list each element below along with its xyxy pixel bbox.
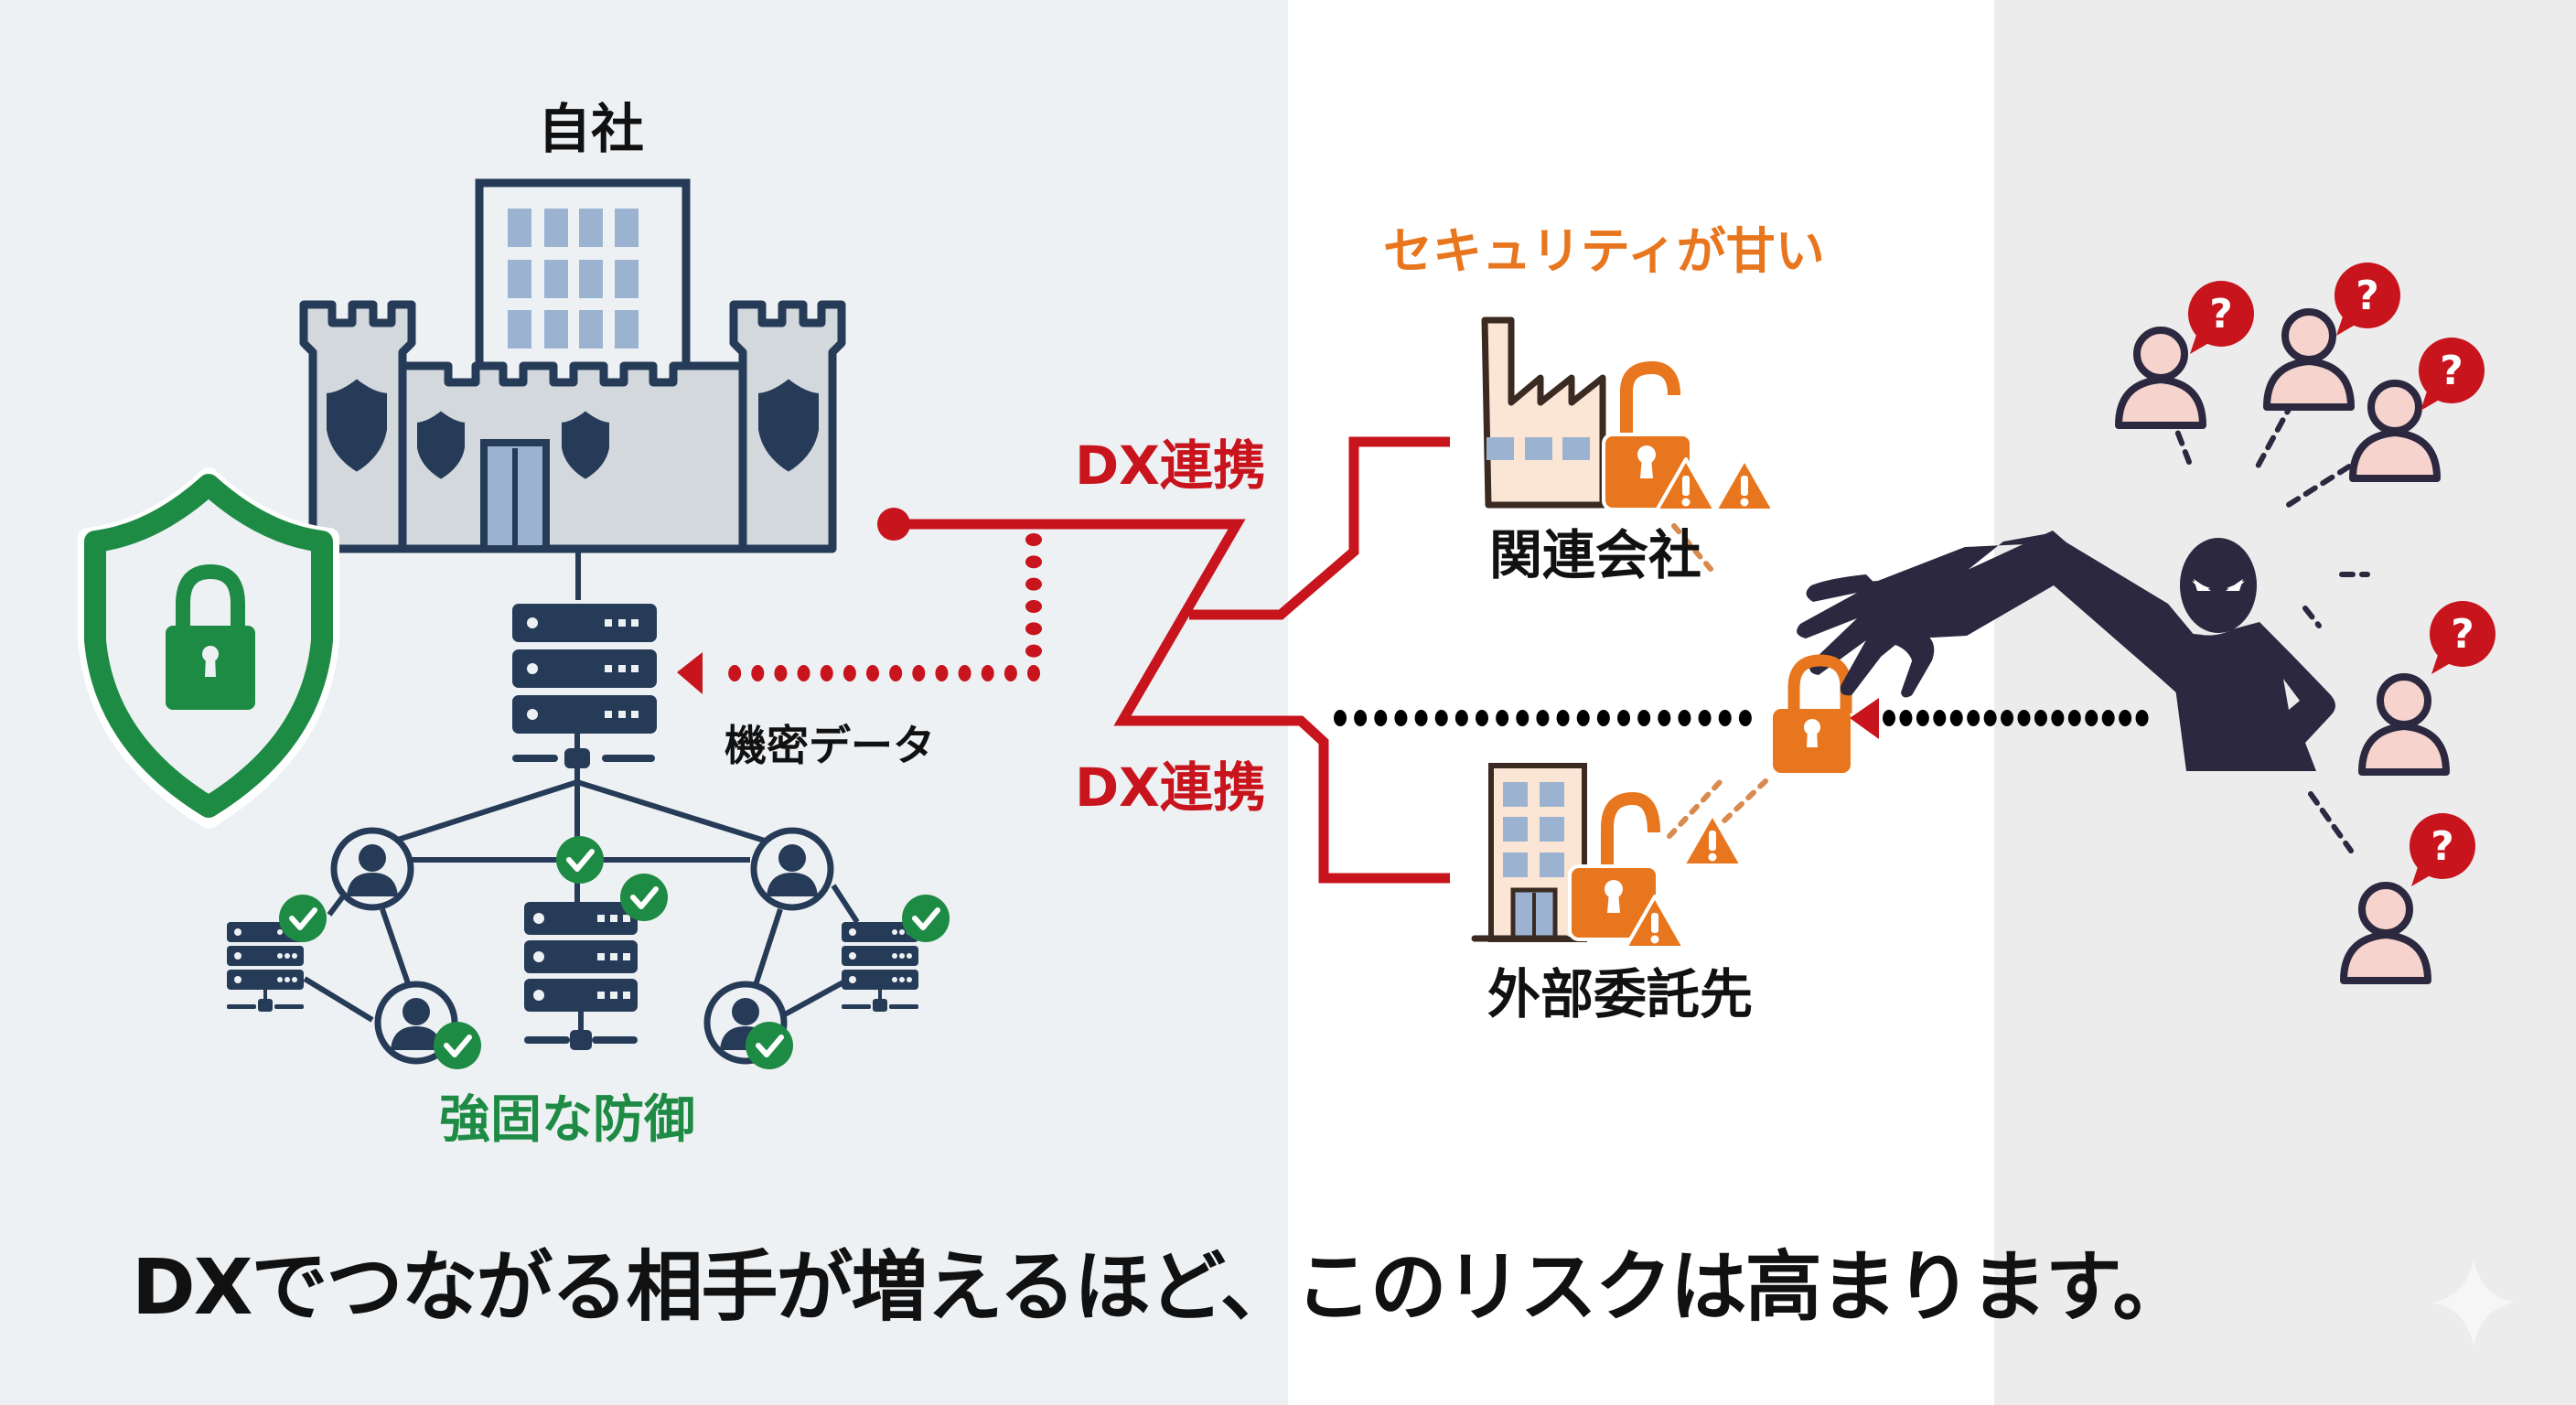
dot bbox=[1434, 710, 1448, 726]
shield-lock-icon bbox=[78, 467, 339, 829]
dot bbox=[1678, 710, 1691, 726]
dotted-link bbox=[1667, 779, 1723, 839]
factory-icon bbox=[1481, 316, 1610, 509]
dotted-link bbox=[1719, 778, 1768, 826]
dx-link-label-bottom: DX連携 bbox=[1075, 756, 1266, 819]
dx-link-label-top: DX連携 bbox=[1075, 434, 1266, 497]
dot bbox=[1658, 710, 1671, 726]
dotted-link bbox=[1671, 523, 1713, 572]
check-icon bbox=[746, 1022, 793, 1069]
confidential-data-label: 機密データ bbox=[724, 721, 935, 770]
dot bbox=[1698, 710, 1712, 726]
dot bbox=[1025, 533, 1042, 546]
dot bbox=[1883, 710, 1895, 726]
thief-finger bbox=[1901, 640, 1933, 698]
contractor-label: 外部委託先 bbox=[1487, 963, 1754, 1025]
dot bbox=[1967, 710, 1980, 726]
dot bbox=[1718, 710, 1732, 726]
data-leak-path bbox=[728, 533, 1042, 681]
dot bbox=[1025, 577, 1042, 591]
dot bbox=[1414, 710, 1428, 726]
dot bbox=[1025, 600, 1042, 613]
dot bbox=[912, 665, 926, 681]
dot bbox=[2119, 710, 2132, 726]
dot bbox=[1576, 710, 1590, 726]
sparkle-icon bbox=[2431, 1259, 2516, 1346]
dot bbox=[1617, 710, 1630, 726]
check-icon bbox=[902, 895, 950, 942]
thief-finger bbox=[1840, 640, 1881, 696]
dot bbox=[1983, 710, 1997, 726]
own-company-label: 自社 bbox=[538, 98, 645, 160]
dot bbox=[935, 665, 949, 681]
dot bbox=[958, 665, 971, 681]
dot bbox=[2051, 710, 2065, 726]
dot bbox=[1025, 622, 1042, 636]
network-user-icon bbox=[334, 831, 411, 907]
dot bbox=[751, 665, 765, 681]
attacker-victim-links bbox=[2168, 400, 2370, 853]
dot bbox=[1394, 710, 1408, 726]
arrow-left-icon bbox=[677, 652, 703, 694]
dot bbox=[820, 665, 833, 681]
check-icon bbox=[556, 836, 604, 884]
main-server-icon bbox=[512, 604, 657, 768]
dot bbox=[1025, 644, 1042, 658]
affiliate-label: 関連会社 bbox=[1489, 524, 1702, 586]
dot bbox=[2017, 710, 2031, 726]
dot bbox=[2135, 710, 2149, 726]
dot bbox=[1476, 710, 1488, 726]
dot bbox=[1556, 710, 1570, 726]
dot bbox=[1454, 710, 1468, 726]
caption-text: DXでつながる相手が増えるほど、このリスクは高まります。 bbox=[132, 1242, 2189, 1332]
dot bbox=[2101, 710, 2115, 726]
dot bbox=[1496, 710, 1509, 726]
unlocked-padlock-icon bbox=[1568, 791, 1660, 941]
dot bbox=[2001, 710, 2014, 726]
building-windows bbox=[508, 209, 639, 349]
dot bbox=[889, 665, 903, 681]
dot bbox=[774, 665, 788, 681]
check-icon bbox=[434, 1022, 481, 1069]
weak-security-label: セキュリティが甘い bbox=[1383, 222, 1825, 280]
dot bbox=[1354, 710, 1368, 726]
dot bbox=[1738, 710, 1752, 726]
dot bbox=[1516, 710, 1530, 726]
dot bbox=[1637, 710, 1651, 726]
dot bbox=[1916, 710, 1929, 726]
dot bbox=[1025, 555, 1042, 569]
dot bbox=[1027, 665, 1040, 681]
dot bbox=[2085, 710, 2098, 726]
dot bbox=[1949, 710, 1963, 726]
dot bbox=[2067, 710, 2081, 726]
dot bbox=[1596, 710, 1610, 726]
dot bbox=[1933, 710, 1947, 726]
arrow-left-icon bbox=[1850, 698, 1879, 739]
bg-panel-middle bbox=[1288, 0, 1994, 1405]
check-icon bbox=[620, 874, 668, 921]
dot bbox=[1004, 665, 1017, 681]
dot bbox=[1536, 710, 1550, 726]
dx-link-lines bbox=[877, 436, 1450, 884]
strong-defense-label: 強固な防御 bbox=[439, 1090, 695, 1150]
dot bbox=[1374, 710, 1388, 726]
dot bbox=[981, 665, 994, 681]
network-user-icon bbox=[754, 831, 831, 907]
dot bbox=[728, 665, 742, 681]
dot bbox=[1334, 710, 1347, 726]
dot bbox=[2034, 710, 2047, 726]
stolen-padlock-icon bbox=[1773, 654, 1852, 773]
dotted-path-to-attacker bbox=[1334, 710, 2149, 726]
dot bbox=[797, 665, 810, 681]
castle-building-icon bbox=[299, 178, 846, 553]
thief-icon bbox=[1797, 531, 2335, 771]
check-icon bbox=[279, 895, 327, 942]
dot bbox=[843, 665, 856, 681]
dot bbox=[866, 665, 879, 681]
dot bbox=[1899, 710, 1913, 726]
